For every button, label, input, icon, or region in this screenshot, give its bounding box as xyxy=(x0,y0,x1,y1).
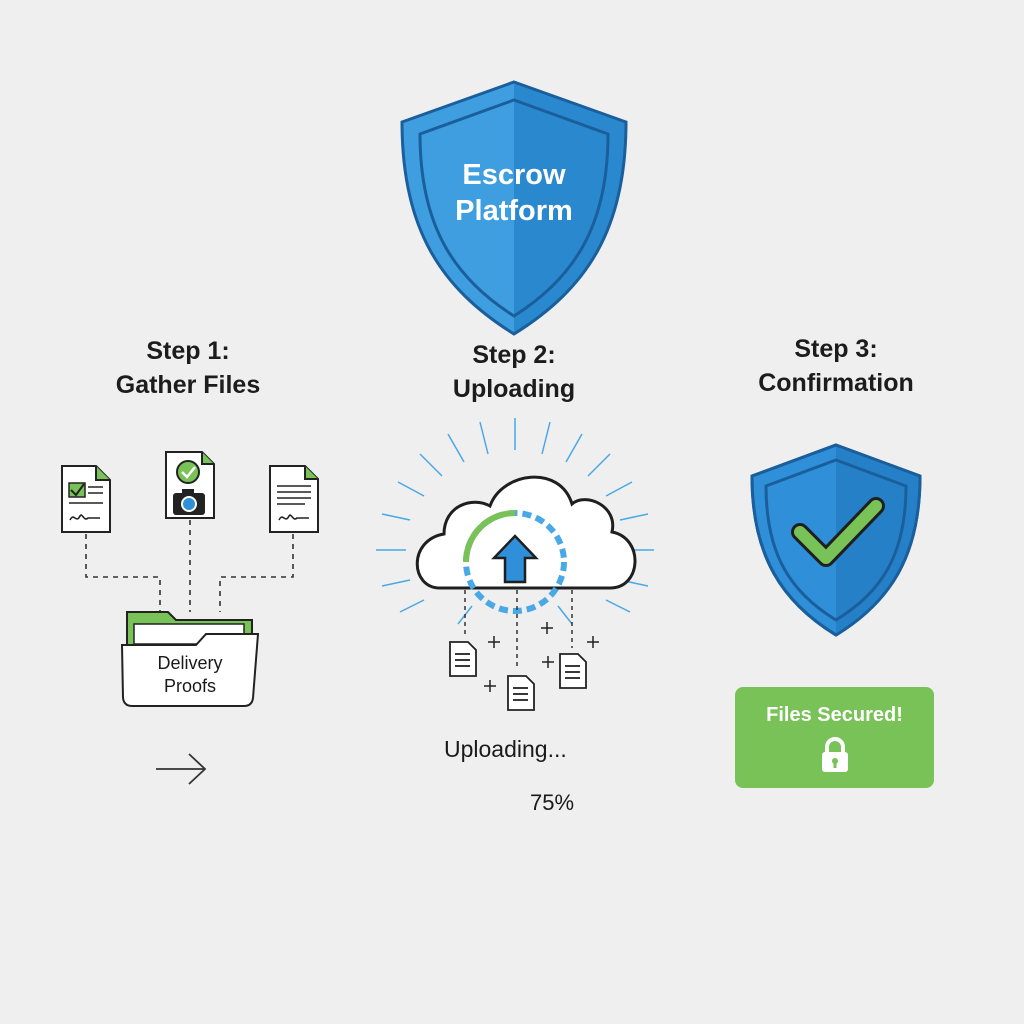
upload-status-text: Uploading... xyxy=(444,736,567,762)
folder-label-line2: Proofs xyxy=(163,676,217,696)
step-3-number: Step 3: xyxy=(794,335,878,363)
step-1-label: Gather Files xyxy=(115,371,261,399)
files-secured-badge: Files Secured! xyxy=(735,687,934,788)
step-1-connectors xyxy=(85,520,294,612)
file-icon xyxy=(507,675,535,711)
folder-label-line1: Delivery xyxy=(157,653,223,673)
step-2-illustration xyxy=(376,418,654,711)
step-1-number: Step 1: xyxy=(146,337,230,365)
step-2-label: Uploading xyxy=(452,375,576,403)
upload-arrow-icon xyxy=(491,534,539,584)
checked-document-icon xyxy=(61,465,111,533)
brand-title-line1: Escrow xyxy=(462,159,566,191)
file-icon xyxy=(559,653,587,689)
cloud-glow-rays xyxy=(376,418,654,625)
uploading-files xyxy=(449,641,587,711)
step-3-title: Step 3: Confirmation xyxy=(736,332,936,400)
step-1-title: Step 1: Gather Files xyxy=(88,334,288,402)
delivery-proofs-folder-icon xyxy=(120,611,260,707)
photo-proof-document-icon xyxy=(165,451,215,519)
step-1-illustration xyxy=(61,451,319,785)
brand-shield-icon xyxy=(400,80,628,336)
cloud-icon xyxy=(415,475,637,590)
lock-icon xyxy=(822,737,848,772)
step-2-number: Step 2: xyxy=(472,341,556,369)
step-2-title: Step 2: Uploading xyxy=(414,338,614,406)
upload-progress-percent: 75% xyxy=(530,790,575,815)
brand-title-line2: Platform xyxy=(455,195,573,227)
next-arrow-icon xyxy=(156,753,207,785)
step-3-label: Confirmation xyxy=(758,369,914,397)
upload-progress-ring-fill xyxy=(463,510,567,614)
sparkle-plus-icons xyxy=(484,622,599,692)
files-secured-label: Files Secured! xyxy=(766,704,903,726)
confirmation-check-shield-icon xyxy=(750,443,922,637)
file-icon xyxy=(449,641,477,677)
signed-document-icon xyxy=(269,465,319,533)
upload-connectors xyxy=(464,590,573,670)
